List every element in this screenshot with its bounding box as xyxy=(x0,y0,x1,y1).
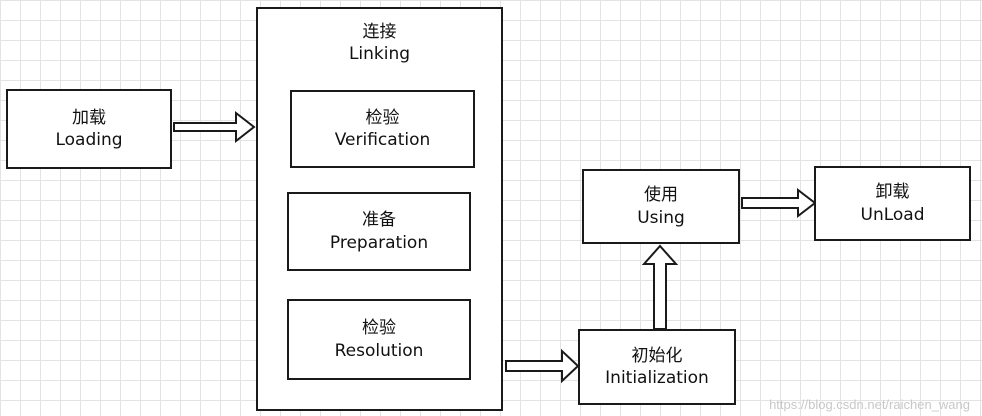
preparation-label-zh: 准备 xyxy=(362,210,396,231)
unload-label-zh: 卸载 xyxy=(875,182,910,203)
verification-label-en: Verification xyxy=(334,130,431,150)
preparation-box: 准备 Preparation xyxy=(287,192,471,271)
unload-box: 卸载 UnLoad xyxy=(814,166,971,241)
loading-label-en: Loading xyxy=(55,130,123,150)
loading-label-zh: 加载 xyxy=(72,107,106,128)
unload-label-en: UnLoad xyxy=(860,204,925,225)
using-box: 使用 Using xyxy=(582,169,740,244)
resolution-box: 检验 Resolution xyxy=(287,299,471,380)
arrow-linking-to-initialization xyxy=(505,348,580,384)
initialization-box: 初始化 Initialization xyxy=(578,329,736,405)
loading-box: 加载 Loading xyxy=(6,89,172,169)
preparation-label-en: Preparation xyxy=(329,232,429,253)
linking-label-zh: 连接 xyxy=(362,22,397,42)
initialization-label-en: Initialization xyxy=(605,368,709,388)
source-watermark: https://blog.csdn.net/raichen_wang xyxy=(769,397,970,412)
verification-box: 检验 Verification xyxy=(290,90,475,168)
linking-label-en: Linking xyxy=(348,44,411,65)
resolution-label-en: Resolution xyxy=(334,340,424,361)
arrow-using-to-unload xyxy=(741,187,817,219)
using-label-en: Using xyxy=(637,207,685,228)
resolution-label-zh: 检验 xyxy=(362,318,396,339)
arrow-loading-to-linking xyxy=(173,110,256,144)
using-label-zh: 使用 xyxy=(644,185,678,206)
initialization-label-zh: 初始化 xyxy=(631,345,683,366)
arrow-initialization-to-using xyxy=(641,244,679,330)
verification-label-zh: 检验 xyxy=(365,107,400,128)
